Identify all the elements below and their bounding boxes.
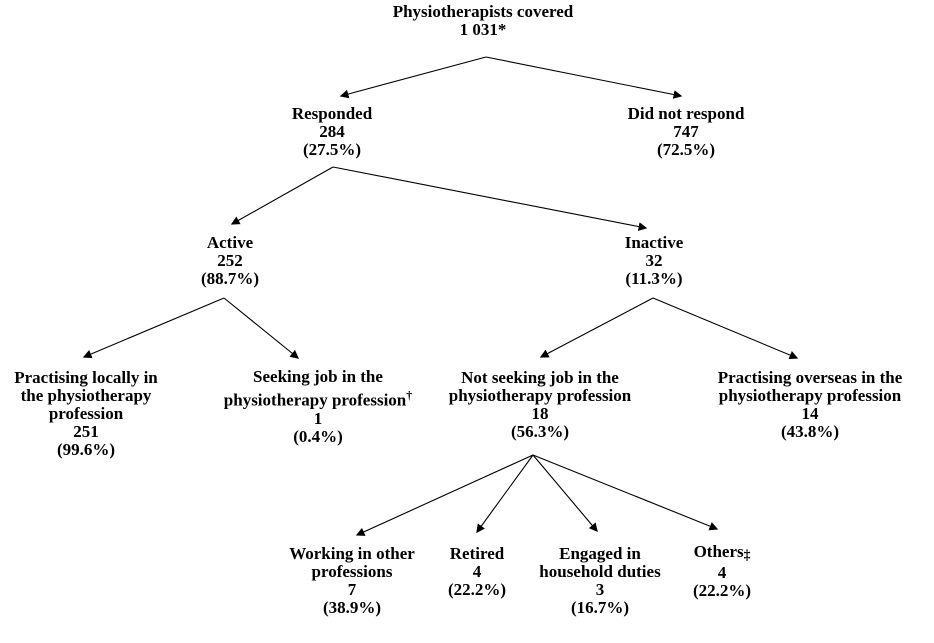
- arrow-active-practising-locally: [82, 297, 225, 359]
- node-value: 251: [73, 422, 99, 441]
- node-label: Inactive: [624, 233, 684, 252]
- node-household-duties: Engaged in household duties 3 (16.7%): [515, 545, 685, 617]
- node-percentage: (72.5%): [656, 140, 716, 159]
- node-percentage: (99.6%): [56, 440, 116, 459]
- arrow-active-seeking-job: [223, 297, 300, 359]
- node-others: Others‡ 4 (22.2%): [662, 543, 782, 600]
- node-value: 32: [645, 251, 663, 270]
- node-practising-overseas: Practising overseas in the physiotherapy…: [695, 369, 925, 441]
- node-value: 1 031*: [459, 20, 507, 39]
- node-active: Active 252 (88.7%): [160, 234, 300, 288]
- node-percentage: (16.7%): [570, 598, 630, 617]
- node-not-seeking-job: Not seeking job in the physiotherapy pro…: [425, 369, 655, 441]
- node-label: Did not respond: [627, 104, 745, 123]
- node-percentage: (88.7%): [200, 269, 260, 288]
- node-label: Others‡: [693, 542, 751, 563]
- node-label: Not seeking job in the physiotherapy pro…: [448, 368, 632, 405]
- node-label: Responded: [291, 104, 373, 123]
- double-dagger-footnote-marker: ‡: [743, 547, 751, 563]
- dagger-footnote-marker: †: [406, 388, 413, 402]
- node-responded: Responded 284 (27.5%): [242, 105, 422, 159]
- arrow-root-responded: [339, 56, 487, 99]
- node-retired: Retired 4 (22.2%): [417, 545, 537, 599]
- node-percentage: (27.5%): [302, 140, 362, 159]
- node-value: 284: [319, 122, 345, 141]
- node-label: Physiotherapists covered: [392, 2, 574, 21]
- node-value: 4: [717, 563, 727, 583]
- node-value: 14: [801, 404, 819, 423]
- node-percentage: (22.2%): [692, 581, 752, 601]
- node-working-other-professions: Working in other professions 7 (38.9%): [267, 545, 437, 617]
- arrow-root-did-not-respond: [485, 56, 683, 99]
- arrow-responded-inactive: [332, 166, 648, 231]
- arrow-not-seeking-household: [532, 454, 598, 533]
- node-percentage: (0.4%): [293, 426, 343, 446]
- arrow-responded-active: [230, 166, 334, 225]
- node-value: 3: [595, 580, 605, 599]
- node-did-not-respond: Did not respond 747 (72.5%): [596, 105, 776, 159]
- node-practising-locally: Practising locally in the physiotherapy …: [0, 369, 186, 459]
- node-label: Retired: [449, 544, 505, 563]
- node-percentage: (22.2%): [447, 580, 507, 599]
- node-percentage: (56.3%): [510, 422, 570, 441]
- node-label: Practising locally in the physiotherapy …: [14, 368, 158, 423]
- node-label: Engaged in household duties: [539, 544, 661, 581]
- arrow-not-seeking-others: [532, 454, 719, 531]
- arrow-inactive-practising-overseas: [652, 297, 799, 360]
- node-label: Seeking job in the physiotherapy profess…: [223, 367, 413, 410]
- arrow-not-seeking-retired: [476, 454, 534, 534]
- node-label: Practising overseas in the physiotherapy…: [717, 368, 903, 405]
- node-inactive: Inactive 32 (11.3%): [584, 234, 724, 288]
- node-value: 252: [217, 251, 243, 270]
- node-percentage: (11.3%): [625, 269, 683, 288]
- node-label: Active: [206, 233, 254, 252]
- node-value: 747: [673, 122, 699, 141]
- node-seeking-job: Seeking job in the physiotherapy profess…: [203, 368, 433, 446]
- node-value: 1: [313, 408, 323, 428]
- node-value: 7: [347, 580, 357, 599]
- node-label: Working in other professions: [289, 544, 415, 581]
- node-percentage: (43.8%): [780, 422, 840, 441]
- node-physiotherapists-covered: Physiotherapists covered 1 031*: [363, 3, 603, 39]
- node-value: 4: [472, 562, 482, 581]
- arrow-inactive-not-seeking: [539, 297, 654, 358]
- arrow-not-seeking-working-other: [355, 454, 534, 536]
- node-value: 18: [531, 404, 549, 423]
- node-percentage: (38.9%): [322, 598, 382, 617]
